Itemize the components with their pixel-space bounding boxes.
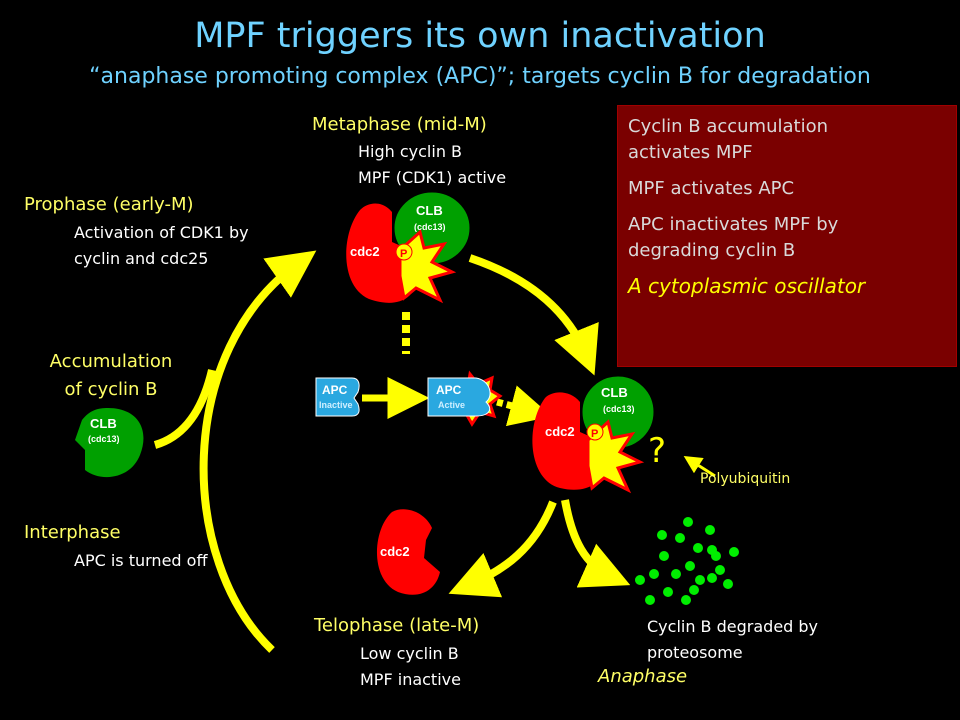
anaphase-label: Anaphase [598, 666, 688, 687]
accumulation-line1: Accumulation [49, 351, 173, 372]
free-cyclin-b: CLB (cdc13) [75, 408, 144, 478]
polyubiquitin-label: Polyubiquitin [700, 471, 791, 487]
degraded-line1: Cyclin B degraded by [647, 617, 819, 636]
telophase-line2: MPF inactive [360, 670, 461, 689]
free-cdc2: cdc2 [376, 509, 440, 595]
cdc2-label-telophase: cdc2 [380, 544, 410, 559]
prophase-line2: cyclin and cdc25 [74, 249, 209, 268]
apc-active: APC Active [427, 370, 503, 427]
mpf-complex-anaphase: CLB (cdc13) cdc2 P ? [532, 375, 666, 494]
clb-label-metaphase: CLB [416, 203, 443, 218]
prophase-heading: Prophase (early-M) [24, 194, 194, 215]
cdc13-label-free: (cdc13) [88, 434, 120, 444]
arrow-polyubiquitin [683, 455, 716, 478]
summary-line1: Cyclin B accumulation [628, 116, 829, 137]
degraded-line2: proteosome [647, 643, 743, 662]
summary-oscillator: A cytoplasmic oscillator [628, 274, 866, 298]
apc-label-inactive: APC [322, 383, 348, 397]
prophase-line1: Activation of CDK1 by [74, 223, 249, 242]
arrow-accumulation [153, 369, 216, 449]
metaphase-line2: MPF (CDK1) active [358, 168, 507, 187]
interphase-heading: Interphase [24, 522, 121, 543]
metaphase-line1: High cyclin B [358, 142, 463, 161]
telophase-heading: Telophase (late-M) [314, 615, 480, 636]
summary-line2: activates MPF [628, 142, 753, 163]
summary-box: Cyclin B accumulation activates MPF MPF … [617, 105, 957, 367]
p-label-metaphase: P [400, 248, 407, 260]
arrow-interphase-to-prophase [199, 250, 317, 653]
arrow-to-proteosome [561, 499, 631, 588]
cdc13-label-metaphase: (cdc13) [414, 222, 446, 232]
accumulation-line2: of cyclin B [64, 379, 158, 400]
metaphase-heading: Metaphase (mid-M) [312, 114, 487, 135]
cdc2-label-anaphase: cdc2 [545, 424, 575, 439]
summary-line3: MPF activates APC [628, 178, 795, 199]
cdc13-label-anaphase: (cdc13) [603, 404, 635, 414]
clb-label-free: CLB [90, 416, 117, 431]
arrow-anaphase-to-telophase [448, 500, 557, 598]
accumulation-label: Accumulation of cyclin B [26, 348, 196, 404]
degraded-cyclin-dots [635, 517, 739, 605]
telophase-line1: Low cyclin B [360, 644, 459, 663]
arrow-metaphase-to-anaphase [468, 254, 599, 376]
cdc2-label-metaphase: cdc2 [350, 244, 380, 259]
mpf-complex-metaphase: CLB (cdc13) cdc2 P [346, 191, 471, 304]
apc-label-active: APC [436, 383, 462, 397]
clb-label-anaphase: CLB [601, 385, 628, 400]
apc-active-label: Active [438, 400, 465, 410]
p-label-anaphase: P [591, 428, 598, 440]
interphase-line1: APC is turned off [74, 551, 208, 570]
arrow-apc-targets-complex [496, 385, 552, 427]
apc-inactive-label: Inactive [319, 400, 353, 410]
summary-line4: APC inactivates MPF by [628, 214, 839, 235]
page-title: MPF triggers its own inactivation [194, 16, 766, 56]
apc-inactive: APC Inactive [315, 377, 360, 417]
question-mark: ? [648, 431, 666, 471]
page-subtitle: “anaphase promoting complex (APC)”; targ… [89, 64, 871, 89]
summary-line5: degrading cyclin B [628, 240, 796, 261]
